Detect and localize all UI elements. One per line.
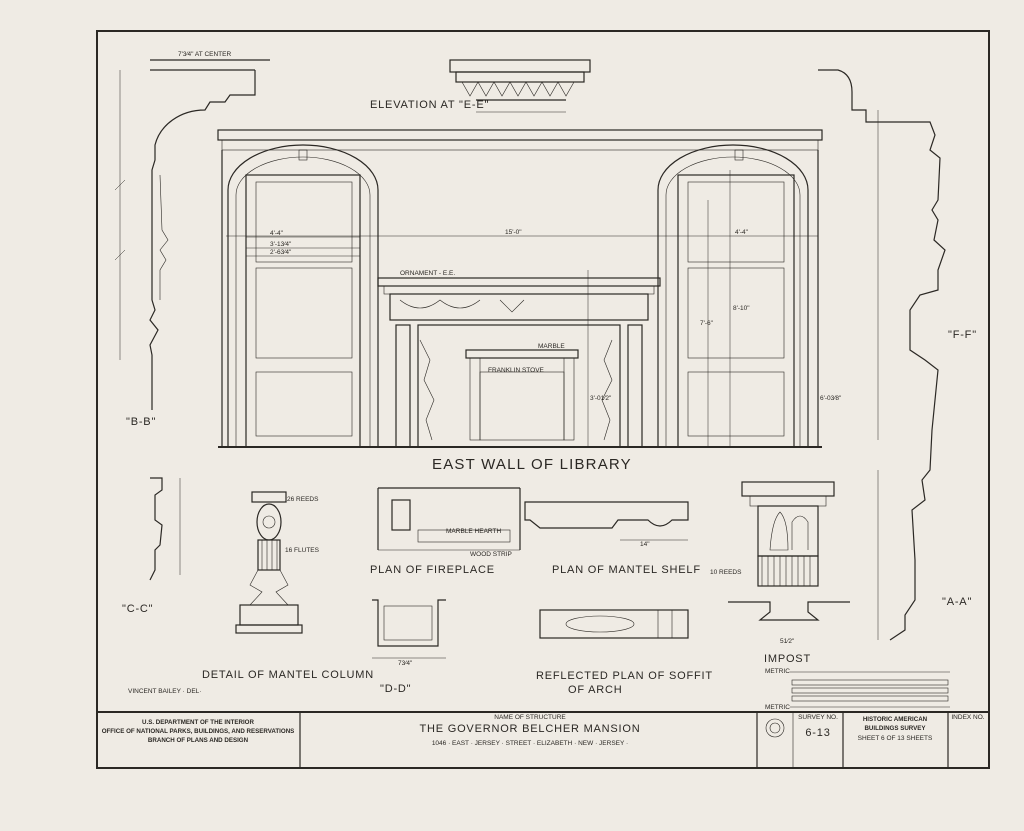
dim-7-6: 7'-6": [700, 320, 714, 327]
dim-8-10: 8'-10": [733, 305, 750, 312]
agency-line-1: U.S. DEPARTMENT OF THE INTERIOR: [142, 719, 254, 726]
main-title: EAST WALL OF LIBRARY: [432, 456, 632, 473]
east-wall-elevation: [217, 129, 823, 448]
dim-6-0: 6'-03⁄8": [820, 395, 842, 402]
soffit-label-line2: OF ARCH: [568, 684, 623, 696]
dim-5-1-2: 51⁄2": [780, 638, 795, 645]
impost-detail: [728, 481, 850, 621]
title-block: [97, 711, 989, 768]
section-cc-label: "C-C": [122, 603, 153, 615]
soffit-label-line1: REFLECTED PLAN OF SOFFIT: [536, 670, 713, 682]
mantel-column-detail: [235, 491, 303, 634]
section-dd-label: "D-D": [380, 683, 411, 695]
elevation-ee-label: ELEVATION AT "E-E": [370, 99, 489, 111]
sheet-border: [96, 30, 990, 769]
section-bb-profile: 7'3⁄4" AT CENTER: [114, 51, 270, 410]
dim-2-6: 2'-63⁄4": [270, 249, 292, 256]
plan-of-mantel-shelf: [524, 501, 689, 541]
ornament-note: ORNAMENT - E.E.: [400, 270, 455, 277]
habs-line-1: HISTORIC AMERICAN: [863, 716, 928, 723]
section-ff-profile: [818, 69, 946, 440]
section-ff-label: "F-F": [948, 329, 977, 341]
dim-15-0: 15'-0": [505, 229, 522, 236]
plan-of-fireplace: [377, 487, 521, 551]
dim-3-0: 3'-01⁄2": [590, 395, 612, 402]
impost-label: IMPOST: [764, 653, 811, 665]
plan-mantel-shelf-label: PLAN OF MANTEL SHELF: [552, 564, 701, 576]
at-center-note: 7'3⁄4" AT CENTER: [178, 51, 231, 58]
flutes-16-note: 16 FLUTES: [285, 547, 320, 554]
structure-name: THE GOVERNOR BELCHER MANSION: [419, 723, 640, 735]
scale-metric-bottom: METRIC: [765, 704, 790, 711]
scale-metric-top: METRIC: [765, 668, 790, 675]
elevation-ee-detail: [449, 59, 591, 113]
graphic-scale: [790, 671, 950, 708]
marble-hearth-note: MARBLE HEARTH: [446, 528, 501, 535]
dim-4-4-left: 4'-4": [270, 230, 284, 237]
section-aa-label: "A-A": [942, 596, 972, 608]
reeds-26-note: 26 REEDS: [287, 496, 319, 503]
franklin-stove-note: FRANKLIN STOVE: [488, 367, 545, 374]
survey-number: 6-13: [805, 727, 830, 739]
structure-address: 1046 · EAST · JERSEY · STREET · ELIZABET…: [432, 740, 628, 747]
index-no-caption: INDEX NO.: [951, 714, 984, 721]
section-aa-profile: [877, 429, 933, 641]
name-of-structure-caption: NAME OF STRUCTURE: [494, 714, 566, 721]
section-dd-detail: [372, 599, 446, 659]
marble-note: MARBLE: [538, 343, 565, 350]
reeds-10-note: 10 REEDS: [710, 569, 742, 576]
survey-no-caption: SURVEY NO.: [798, 714, 838, 721]
plan-fireplace-label: PLAN OF FIREPLACE: [370, 564, 495, 576]
soffit-plan: [539, 609, 689, 639]
habs-line-2: BUILDINGS SURVEY: [864, 725, 926, 732]
agency-line-3: BRANCH OF PLANS AND DESIGN: [148, 737, 249, 744]
sheet-number: SHEET 6 OF 13 SHEETS: [858, 735, 933, 742]
mantel-column-label: DETAIL OF MANTEL COLUMN: [202, 669, 374, 681]
delineator-credit: VINCENT BAILEY · DEL·: [128, 688, 201, 695]
section-cc-profile: [149, 477, 181, 581]
wood-strip-note: WOOD STRIP: [470, 551, 512, 558]
section-bb-label: "B-B": [126, 416, 156, 428]
agency-line-2: OFFICE OF NATIONAL PARKS, BUILDINGS, AND…: [102, 728, 295, 735]
dim-3-1: 3'-13⁄4": [270, 241, 292, 248]
dim-4-4-right: 4'-4": [735, 229, 749, 236]
dim-14: 14": [640, 541, 650, 548]
dim-7-3-4: 73⁄4": [398, 660, 413, 667]
